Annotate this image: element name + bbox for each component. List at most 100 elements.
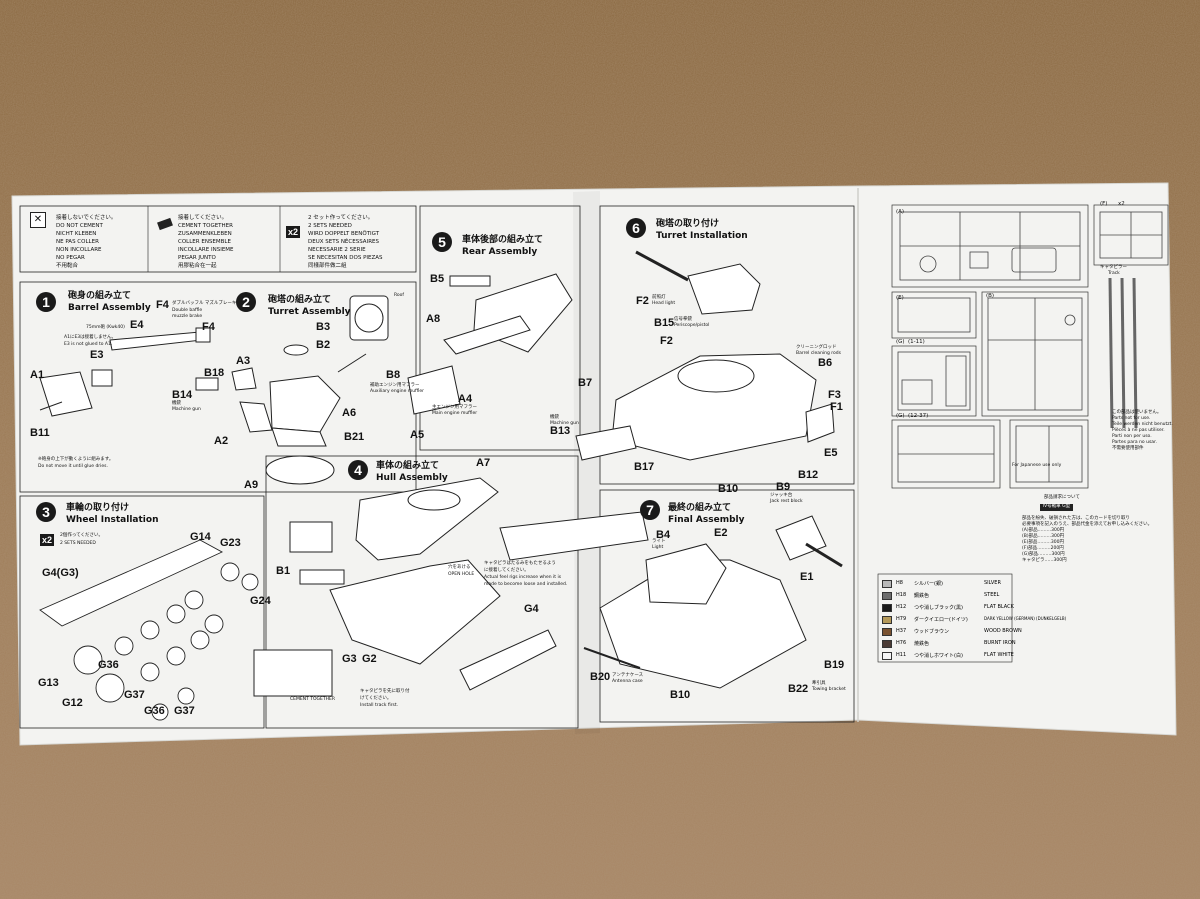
unused-parts-note: この部品は使いません。 Parts not for use. Teile wer… bbox=[1112, 410, 1173, 452]
note: A1にE3は接着しません。 bbox=[64, 335, 117, 340]
part-label: B5 bbox=[430, 273, 445, 285]
part-label: F4 bbox=[202, 321, 215, 333]
step-number: 4 bbox=[348, 460, 368, 480]
track-label-en: Track bbox=[1108, 271, 1120, 276]
step-title-jp: 車輪の取り付け bbox=[66, 503, 130, 513]
color-name-jp: つや消しホワイト(白) bbox=[914, 653, 963, 659]
color-name-en: WOOD BROWN bbox=[984, 628, 1022, 634]
note: 牽引具 bbox=[812, 681, 826, 686]
color-name-en: FLAT WHITE bbox=[984, 652, 1014, 658]
text-line: Parti non per uso. bbox=[1112, 434, 1152, 439]
note: Actual feel rigs increase when it is bbox=[484, 575, 562, 580]
note: ライト bbox=[652, 539, 666, 544]
note: けてください。 bbox=[360, 696, 392, 701]
note: 補助エンジン用マフラー bbox=[370, 383, 420, 388]
step-title-en: Barrel Assembly bbox=[68, 303, 151, 313]
runner-label-e: (E) bbox=[896, 295, 904, 301]
note: ※砲身の上下が動くように組みます。 bbox=[38, 457, 114, 462]
color-code: H11 bbox=[896, 652, 907, 658]
note: Auxiliary engine muffler bbox=[370, 389, 425, 394]
color-name-jp: シルバー(銀) bbox=[914, 581, 943, 587]
part-label: F1 bbox=[830, 401, 843, 413]
part-label: B17 bbox=[634, 461, 655, 473]
part-label: G4(G3) bbox=[42, 567, 79, 579]
color-row: H12 つや消しブラック(黒) FLAT BLACK bbox=[880, 602, 1168, 612]
two-sets-text: 2 セット作ってください。 2 SETS NEEDED WIRD DOPPELT… bbox=[308, 214, 383, 270]
step-title-en: Final Assembly bbox=[668, 515, 745, 525]
note: 穴をあける bbox=[448, 565, 471, 570]
note: 機銃 bbox=[550, 415, 559, 420]
note: ジャッキ台 bbox=[770, 493, 793, 498]
text-line: (B)部品………300円 bbox=[1022, 534, 1065, 539]
note: 75mm砲 (Kwk40) bbox=[86, 325, 125, 330]
track-label-jp: キャタピラー bbox=[1100, 265, 1127, 270]
note: Install track first. bbox=[360, 703, 399, 708]
part-label: E3 bbox=[90, 349, 104, 361]
part-label: G37 bbox=[174, 705, 195, 717]
x2-badge: x2 bbox=[40, 534, 55, 546]
runner-label-b: (B) bbox=[986, 293, 995, 299]
part-label: G24 bbox=[250, 595, 271, 607]
text-line: 2 セット作ってください。 bbox=[308, 215, 374, 221]
runner-range-g2: (12-37) bbox=[908, 413, 929, 419]
step-number: 2 bbox=[236, 292, 256, 312]
note: made to become loose and installed. bbox=[484, 582, 568, 587]
part-label: B3 bbox=[316, 321, 331, 333]
order-box-subtitle: Ⅳ号戦車 G型 bbox=[1040, 504, 1074, 511]
note: Periscope/pistol bbox=[674, 323, 710, 328]
text-line: (G)部品………300円 bbox=[1022, 552, 1065, 557]
order-lines: 部品を紛失、破損された方は、このカードを切り取り 必要事項を記入のうえ、部品代金… bbox=[1022, 516, 1152, 564]
part-label: G4 bbox=[524, 603, 539, 615]
note: Do not move it until glue dries. bbox=[38, 464, 108, 469]
color-swatch bbox=[882, 640, 892, 648]
part-label: A1 bbox=[30, 369, 45, 381]
step-title-en: Rear Assembly bbox=[462, 247, 538, 257]
color-swatch bbox=[882, 592, 892, 600]
text-line: 必要事項を記入のうえ、部品代金を添えてお申し込みください。 bbox=[1022, 522, 1153, 527]
note: 機銃 bbox=[172, 401, 181, 406]
part-label: G12 bbox=[62, 697, 83, 709]
text-line: 2 SETS NEEDED bbox=[308, 223, 352, 229]
part-label: B10 bbox=[670, 689, 691, 701]
part-label: F4 bbox=[156, 299, 169, 311]
text-line: NE PAS COLLER bbox=[56, 239, 99, 245]
runner-label-g1: (G) bbox=[896, 339, 905, 345]
color-name-jp: 鋼鉄色 bbox=[914, 593, 930, 599]
part-label: B9 bbox=[776, 481, 791, 493]
note: E3 is not glued to A1. bbox=[64, 342, 113, 347]
note: Antenna case bbox=[612, 679, 643, 684]
part-label: A3 bbox=[236, 355, 251, 367]
color-row: H18 鋼鉄色 STEEL bbox=[880, 590, 1168, 600]
text-line: ZUSAMMENKLEBEN bbox=[178, 231, 232, 237]
color-row: H79 ダークイエロー(ドイツ) DARK YELLOW (GERMAN) (D… bbox=[880, 614, 1168, 624]
color-code: H18 bbox=[896, 592, 907, 598]
part-label: B11 bbox=[30, 427, 50, 439]
step-number: 1 bbox=[36, 292, 56, 312]
part-label: B10 bbox=[718, 483, 739, 495]
text-line: (F)部品………200円 bbox=[1022, 546, 1064, 551]
note: 信号拳銃 bbox=[674, 317, 692, 322]
part-label: A4 bbox=[458, 393, 473, 405]
part-label: B8 bbox=[386, 369, 401, 381]
x2-note-en: 2 SETS NEEDED bbox=[60, 541, 96, 546]
step-title-en: Turret Assembly bbox=[268, 307, 351, 317]
note: Double baffle bbox=[172, 308, 203, 313]
note: Head light bbox=[652, 301, 676, 306]
text-line: Pièces à ne pas utiliser. bbox=[1112, 428, 1165, 433]
note: Main engine muffler bbox=[432, 411, 478, 416]
step-title-jp: 砲塔の組み立て bbox=[268, 295, 332, 305]
part-label: B6 bbox=[818, 357, 833, 369]
color-name-jp: ウッドブラウン bbox=[914, 629, 950, 635]
step-title-en: Turret Installation bbox=[656, 231, 748, 241]
text-line: DO NOT CEMENT bbox=[56, 223, 103, 229]
part-label: B22 bbox=[788, 683, 809, 695]
x2-badge: x2 bbox=[286, 226, 301, 238]
part-label: B21 bbox=[344, 431, 365, 443]
note: Machine gun bbox=[550, 421, 579, 426]
note: muzzle brake bbox=[172, 314, 203, 319]
color-name-jp: ダークイエロー(ドイツ) bbox=[914, 617, 968, 623]
part-label: G13 bbox=[38, 677, 59, 689]
part-label: F2 bbox=[660, 335, 673, 347]
part-label: B2 bbox=[316, 339, 331, 351]
part-label: G3 bbox=[342, 653, 357, 665]
